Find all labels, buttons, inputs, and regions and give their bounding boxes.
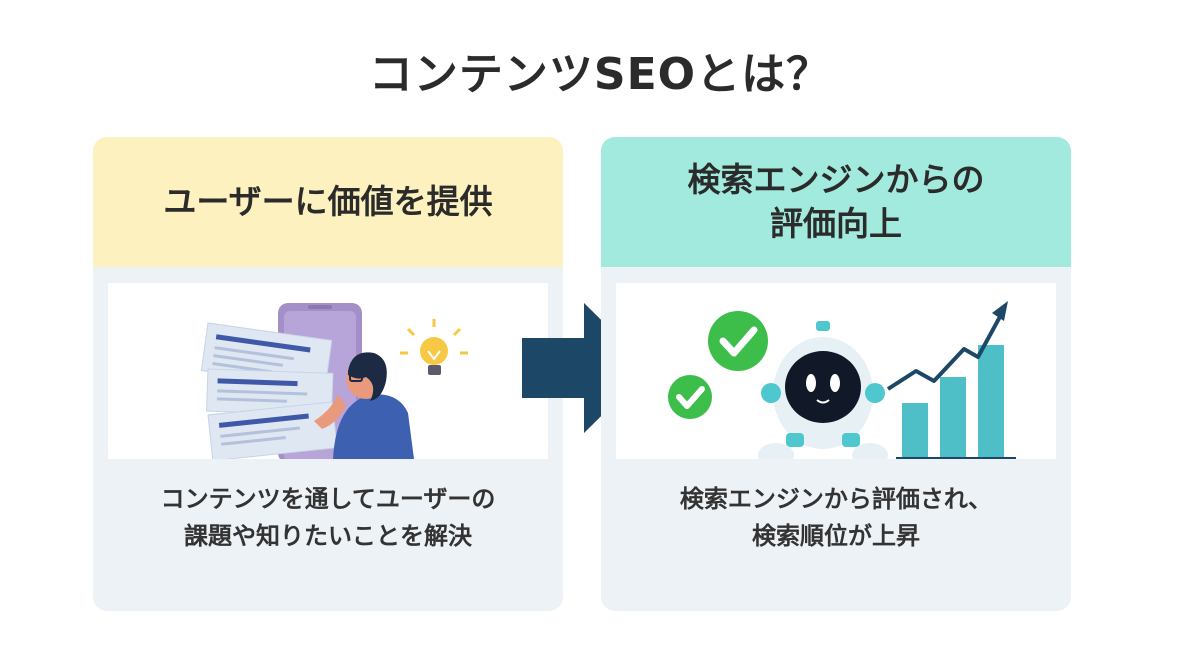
arrow-right-icon xyxy=(522,303,650,433)
user-thinking-illustration xyxy=(108,283,548,459)
content-cards xyxy=(200,322,338,459)
card-user-value-description: コンテンツを通してユーザーの 課題や知りたいことを解決 xyxy=(93,481,563,555)
description-line: 課題や知りたいことを解決 xyxy=(184,522,472,551)
robot-ranking-illustration xyxy=(616,283,1056,459)
robot-icon xyxy=(758,321,888,459)
card-search-engine-heading: 検索エンジンからの 評価向上 xyxy=(601,137,1071,267)
page-title: コンテンツSEOとは？ xyxy=(368,49,832,100)
check-icon xyxy=(668,375,712,419)
description-line: コンテンツを通してユーザーの xyxy=(160,485,496,513)
card-search-engine-evaluation: 検索エンジンからの 評価向上 xyxy=(601,137,1071,611)
card-user-value: ユーザーに価値を提供 xyxy=(93,137,563,611)
thinking-person xyxy=(314,352,414,459)
check-icon xyxy=(708,311,768,371)
description-line: 検索エンジンから評価され、 xyxy=(679,485,993,513)
description-line: 検索順位が上昇 xyxy=(752,522,920,551)
card-search-engine-description: 検索エンジンから評価され、 検索順位が上昇 xyxy=(601,481,1071,555)
heading-line: 検索エンジンからの xyxy=(687,160,985,200)
heading-line: 評価向上 xyxy=(770,204,902,243)
lightbulb-icon xyxy=(400,319,468,375)
ranking-bar-chart xyxy=(896,345,1016,459)
trend-arrow-icon xyxy=(886,301,1008,391)
card-user-value-heading: ユーザーに価値を提供 xyxy=(93,137,563,267)
